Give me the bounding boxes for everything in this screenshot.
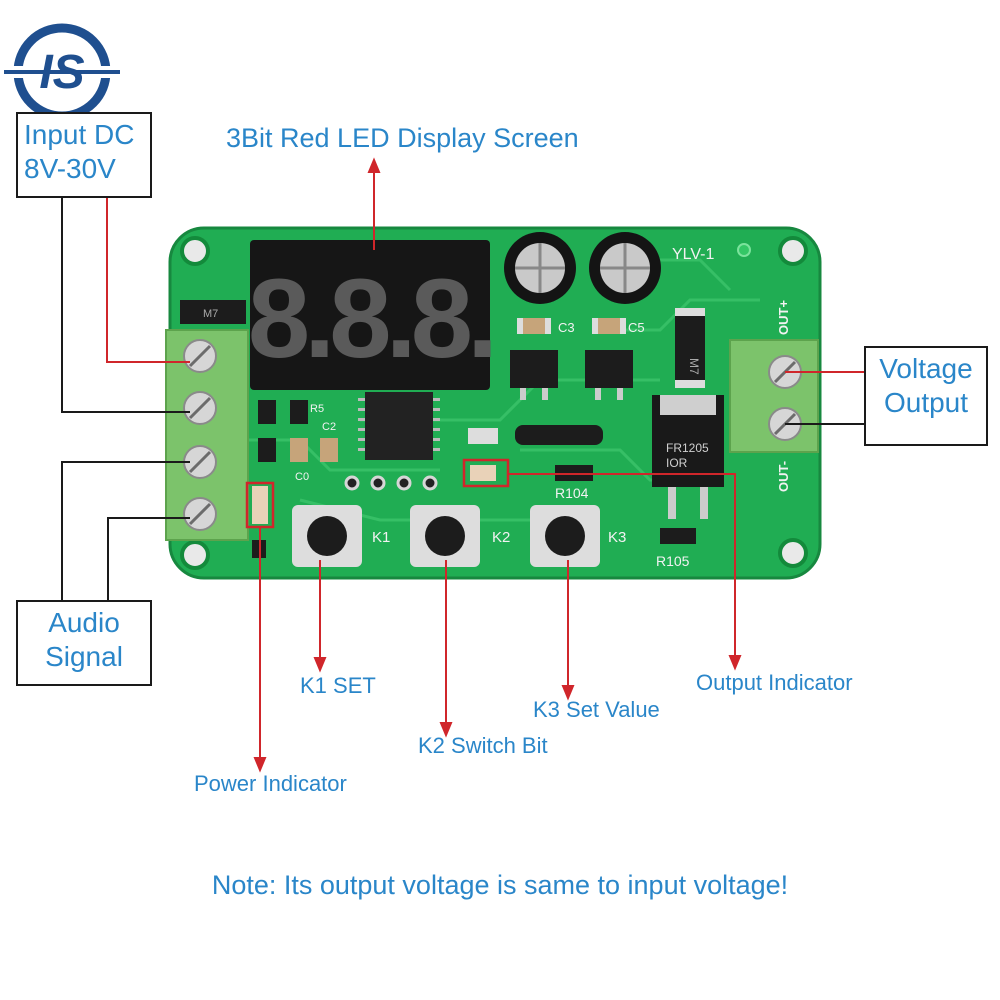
voltage-output-label: Voltage Output [864, 346, 988, 446]
silk-ior: IOR [666, 456, 688, 470]
audio-signal-label: Audio Signal [16, 600, 152, 686]
silk-k2: K2 [492, 529, 510, 546]
led-digits: 8.8.8. [248, 256, 492, 381]
audio-signal-line2: Signal [45, 640, 123, 672]
regulator-left [510, 350, 558, 388]
silk-c2: C2 [322, 421, 336, 433]
silk-out-plus: OUT+ [776, 300, 791, 335]
silk-k1: K1 [372, 529, 390, 546]
output-indicator-led [470, 465, 496, 481]
silk-m7-right: M7 [687, 358, 701, 375]
silk-r105: R105 [656, 553, 690, 569]
silk-r104: R104 [555, 485, 589, 501]
voltage-output-line2: Output [883, 386, 969, 418]
button-k2 [410, 505, 480, 567]
input-dc-label: Input DC 8V-30V [16, 112, 152, 198]
silk-out-minus: OUT- [776, 461, 791, 492]
silk-m7-left: M7 [203, 308, 218, 320]
silk-c0: C0 [295, 471, 309, 483]
button-k3 [530, 505, 600, 567]
note-text: Note: Its output voltage is same to inpu… [211, 870, 789, 900]
input-terminal-block [165, 329, 249, 541]
silk-c5: C5 [628, 320, 645, 335]
k2-label: K2 Switch Bit [418, 733, 548, 758]
logo-text: IS [39, 46, 84, 99]
output-indicator-label: Output Indicator [696, 670, 853, 695]
power-indicator-label: Power Indicator [194, 771, 347, 796]
silk-fr1205: FR1205 [666, 441, 709, 455]
button-k1 [292, 505, 362, 567]
voltage-output-line1: Voltage [879, 353, 973, 384]
k1-label: K1 SET [300, 673, 376, 698]
silk-c3: C3 [558, 320, 575, 335]
display-label: 3Bit Red LED Display Screen [226, 123, 579, 153]
input-dc-line1: Input DC [24, 119, 135, 150]
silk-model: YLV-1 [672, 246, 715, 263]
power-indicator-led [252, 486, 268, 524]
regulator-right [585, 350, 633, 388]
led-display [250, 240, 490, 390]
silk-r5: R5 [310, 403, 324, 415]
microcontroller-ic [365, 392, 433, 460]
silk-k3: K3 [608, 529, 626, 546]
input-dc-line2: 8V-30V [24, 152, 116, 184]
audio-signal-line1: Audio [48, 607, 120, 638]
k3-label: K3 Set Value [533, 697, 660, 722]
output-terminal-block [729, 339, 819, 453]
